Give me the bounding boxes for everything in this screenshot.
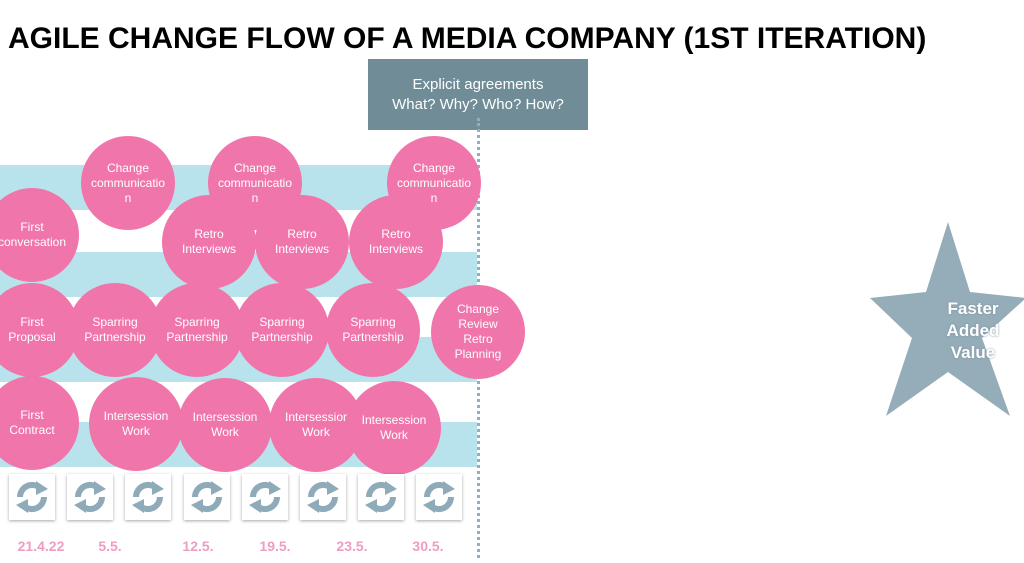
- agreements-line2: What? Why? Who? How?: [392, 95, 564, 113]
- change-communication-circle: Change communicatio n: [81, 136, 175, 230]
- star-line1: Faster: [947, 299, 999, 318]
- retro-interviews-circle: Retro Interviews: [349, 195, 443, 289]
- star-line2: Added: [946, 321, 1000, 340]
- cycle-icon: [9, 474, 55, 520]
- sparring-partnership-circle: Sparring Partnership: [326, 283, 420, 377]
- date-label: 21.4.22: [17, 538, 65, 554]
- sparring-partnership-circle: Sparring Partnership: [235, 283, 329, 377]
- retro-interviews-circle: Retro Interviews: [255, 195, 349, 289]
- intersession-work-circle: Intersession Work: [89, 377, 183, 471]
- cycle-icon: [358, 474, 404, 520]
- retro-interviews-circle: Retro Interviews: [162, 195, 256, 289]
- cycle-icon: [184, 474, 230, 520]
- intersession-work-circle: Intersession Work: [178, 378, 272, 472]
- cycle-icon: [416, 474, 462, 520]
- cycle-icon: [67, 474, 113, 520]
- cycle-icon: [300, 474, 346, 520]
- sparring-partnership-circle: Sparring Partnership: [68, 283, 162, 377]
- agreements-line1: Explicit agreements: [412, 75, 544, 93]
- star-label: Faster Added Value: [918, 298, 1024, 364]
- date-label: 12.5.: [182, 538, 214, 554]
- cycle-icon: [125, 474, 171, 520]
- first-proposal-circle: First Proposal: [0, 283, 79, 377]
- star-line3: Value: [950, 343, 996, 362]
- first-conversation-circle: First conversation: [0, 188, 79, 282]
- page-title: AGILE CHANGE FLOW OF A MEDIA COMPANY (1S…: [8, 22, 927, 55]
- change-review-circle: Change Review Retro Planning: [431, 285, 525, 379]
- date-label: 23.5.: [336, 538, 368, 554]
- date-label: 30.5.: [412, 538, 444, 554]
- first-contract-circle: First Contract: [0, 376, 79, 470]
- date-label: 5.5.: [98, 538, 122, 554]
- star-icon: [870, 222, 1024, 416]
- sparring-partnership-circle: Sparring Partnership: [150, 283, 244, 377]
- intersession-work-circle: Intersession Work: [347, 381, 441, 475]
- cycle-icon: [242, 474, 288, 520]
- date-label: 19.5.: [259, 538, 291, 554]
